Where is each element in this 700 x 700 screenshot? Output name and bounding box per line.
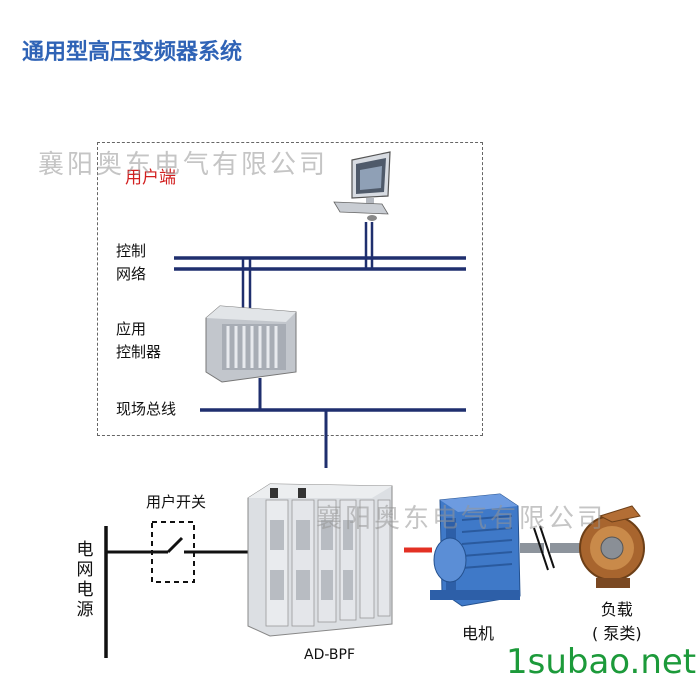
user-switch-label: 用户开关 (146, 493, 207, 511)
app-controller-label: 应用 控制器 (116, 318, 161, 364)
controller-rack-icon (205, 305, 297, 383)
switch-icon (158, 536, 194, 554)
watermark-upper: 襄阳奥东电气有限公司 (38, 150, 329, 180)
user-side-label: 用户端 (125, 168, 176, 188)
load-label: 负载 ( 泵类) (592, 598, 642, 646)
inverter-model-label: AD-BPF (304, 647, 356, 663)
app-controller-label-line2: 控制器 (116, 343, 162, 361)
load-label-line2: ( 泵类) (592, 624, 642, 643)
motor-label: 电机 (462, 624, 495, 643)
control-network-label: 控制 网络 (116, 240, 146, 286)
control-network-label-line1: 控制 (116, 242, 147, 260)
fieldbus-label: 现场总线 (116, 400, 177, 418)
page-title: 通用型高压变频器系统 (22, 40, 243, 65)
computer-icon (333, 151, 391, 221)
app-controller-label-line1: 应用 (116, 320, 147, 338)
coupling-icon (520, 525, 584, 571)
motor-icon (430, 493, 521, 607)
inverter-cabinet-icon (247, 483, 393, 637)
user-side-boundary (97, 142, 483, 436)
watermark-lower: 襄阳奥东电气有限公司 (316, 504, 607, 534)
load-label-line1: 负载 (600, 600, 633, 619)
site-logo: 1subao.net (506, 642, 697, 682)
grid-power-label: 电网电源 (76, 540, 94, 620)
pump-icon (579, 505, 645, 588)
control-network-label-line2: 网络 (116, 265, 147, 283)
